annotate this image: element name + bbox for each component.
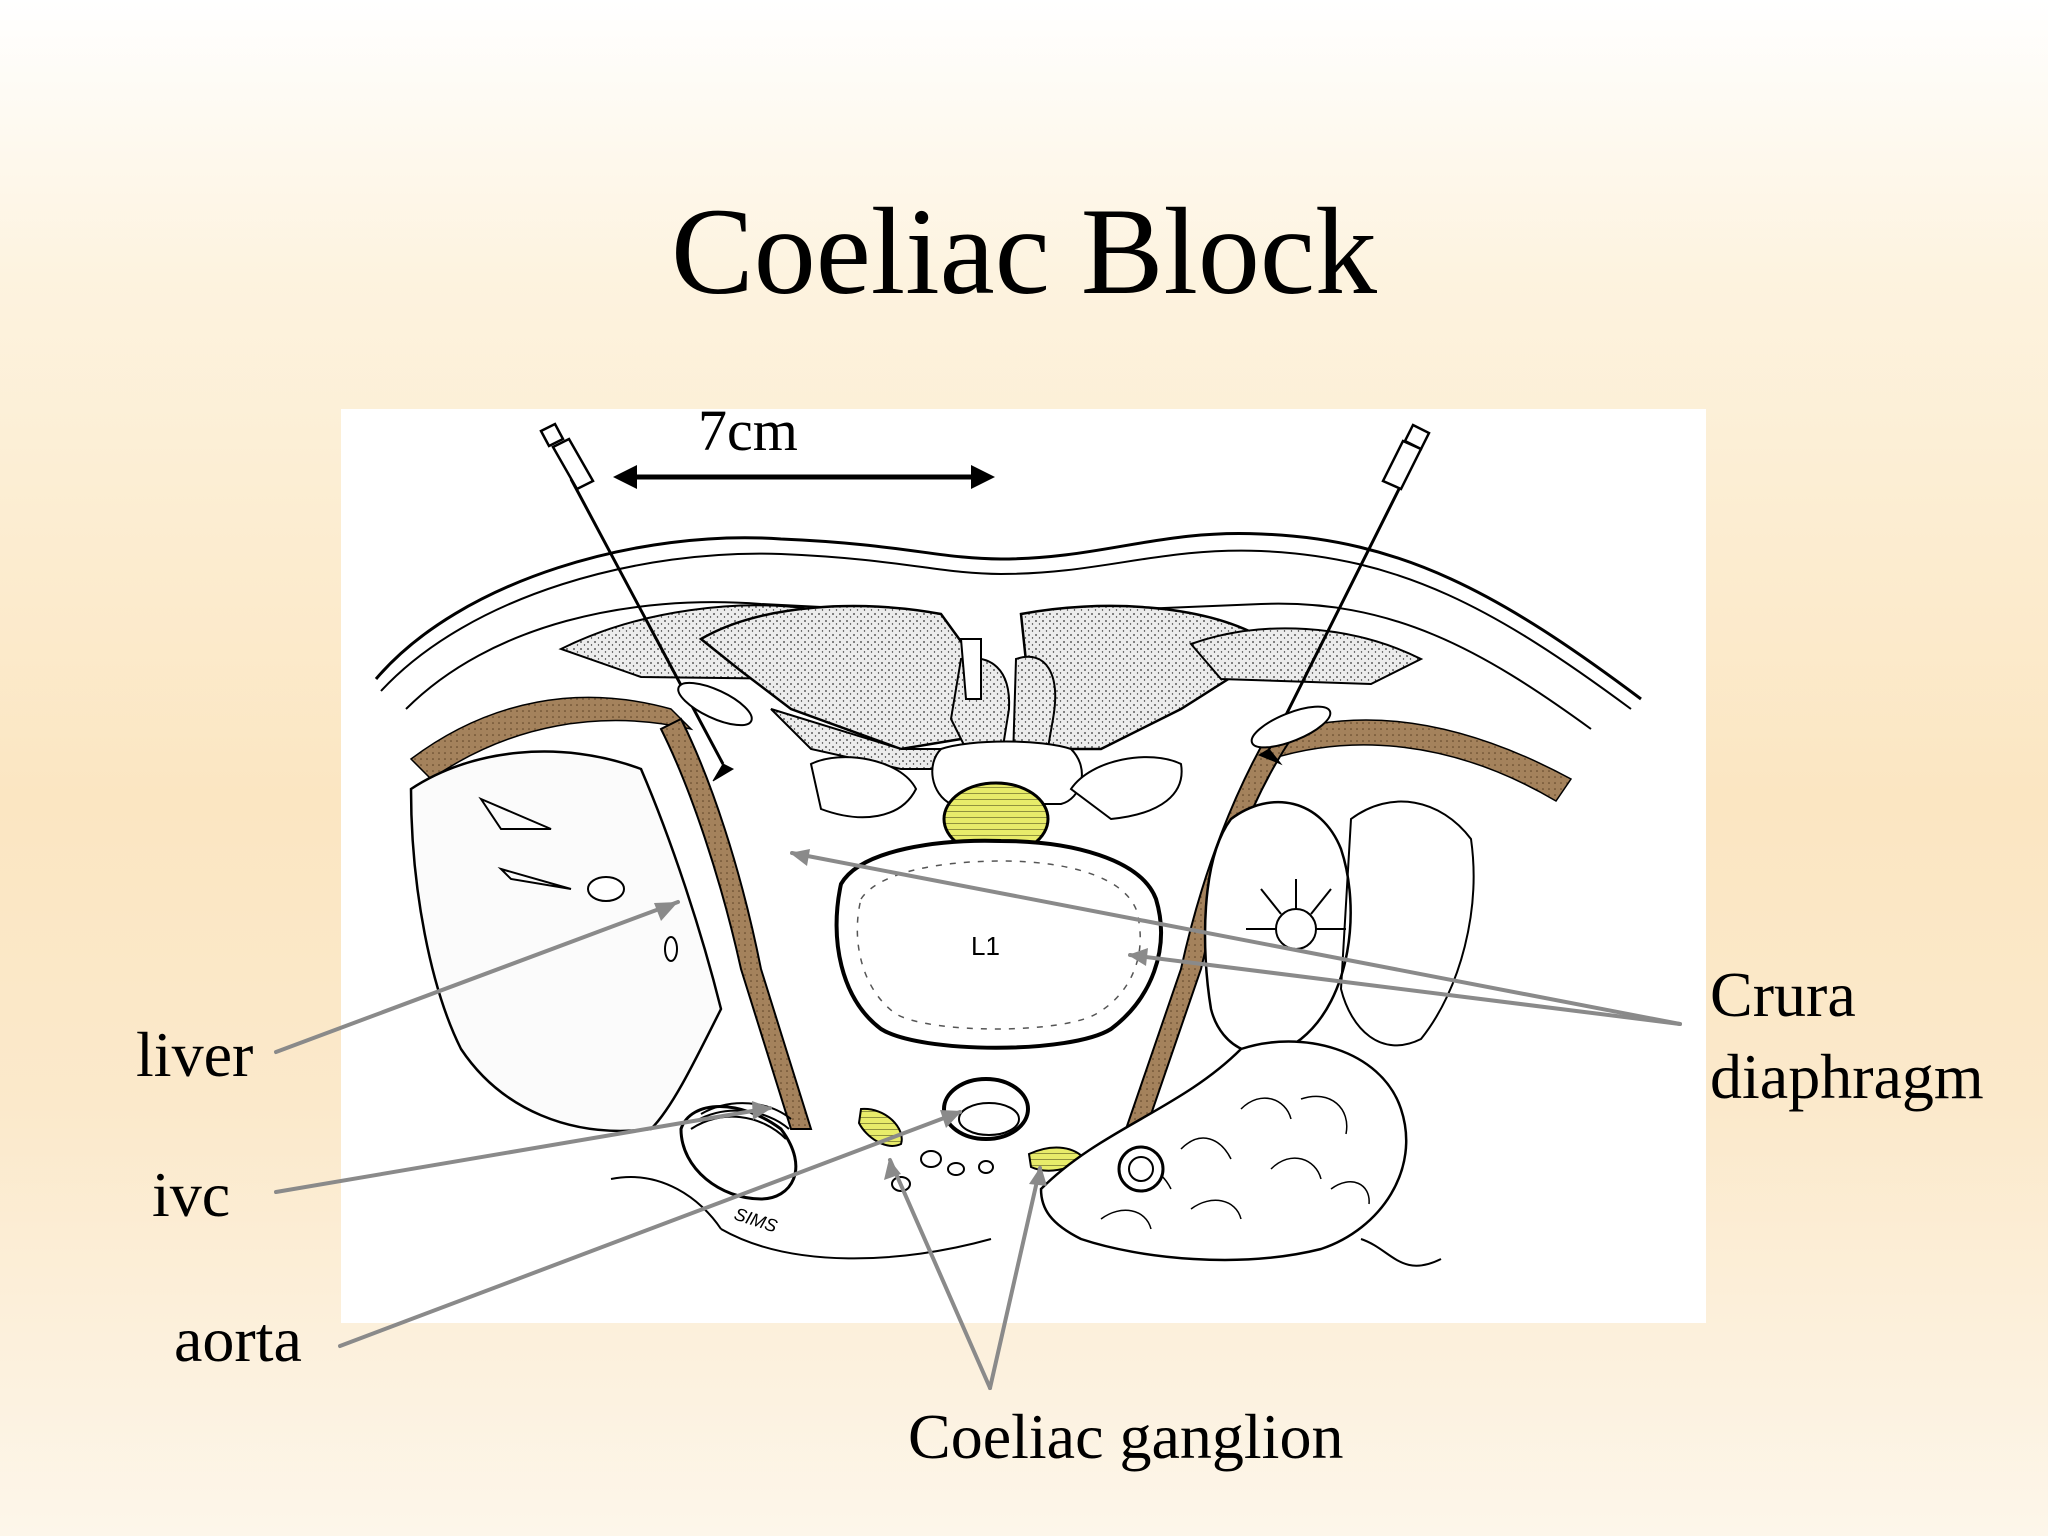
aorta-label: aorta: [174, 1304, 302, 1375]
measurement-label: 7cm: [698, 409, 798, 463]
liver-label: liver: [136, 1019, 254, 1090]
crura-label-line1: Crura: [1710, 959, 1856, 1030]
ganglion-leader-line-right: [988, 1166, 1042, 1390]
coeliac-ganglion-label: Coeliac ganglion: [908, 1401, 1344, 1472]
left-crus: [659, 717, 813, 1130]
crura-arrowhead-left: [790, 849, 810, 866]
liver-arrowhead: [654, 902, 678, 921]
cross-section-illustration: L1: [374, 398, 1642, 1267]
right-muscle-band: [1259, 719, 1573, 803]
liver: [409, 750, 723, 1133]
measurement-arrow: [613, 465, 995, 489]
anatomy-panel: L1: [341, 398, 1706, 1323]
left-muscle-band: [409, 696, 694, 780]
crura-arrowhead-right: [1128, 948, 1148, 966]
paraspinal-muscles: [558, 604, 1424, 770]
vertebral-body: [834, 838, 1163, 1050]
crura-leader-line-right: [1128, 953, 1682, 1026]
aorta-leader-line: [338, 1110, 962, 1348]
liver-leader-line: [274, 900, 680, 1054]
right-needle: [1257, 423, 1431, 766]
vertebra-label: L1: [971, 931, 1000, 961]
aorta-arrowhead: [940, 1110, 962, 1128]
crura-leader-line-left: [790, 851, 1682, 1026]
ivc-leader-line: [274, 1106, 772, 1194]
slide-title: Coeliac Block: [671, 183, 1377, 320]
ganglion-arrowhead-left: [884, 1159, 901, 1180]
ivc-label: ivc: [152, 1159, 231, 1230]
ganglion-leader-line-left: [888, 1158, 992, 1390]
ivc-arrowhead: [752, 1101, 772, 1120]
skin-outline: [374, 531, 1642, 701]
crura-label-line2: diaphragm: [1710, 1041, 1984, 1112]
ganglion-arrowhead-right: [1029, 1166, 1047, 1186]
left-needle: [539, 422, 735, 782]
